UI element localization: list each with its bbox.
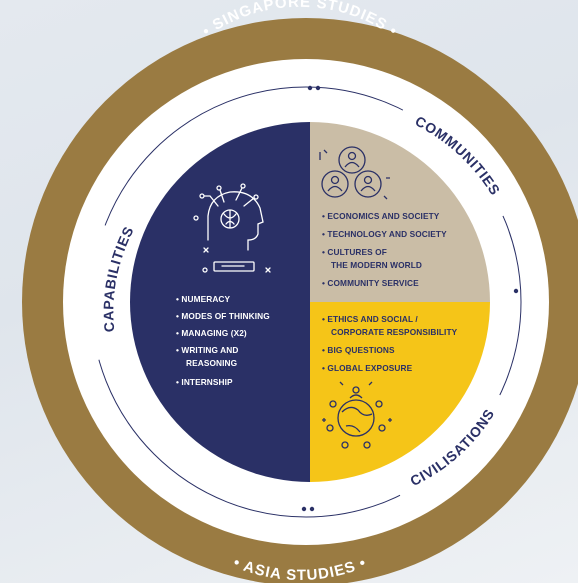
ring-dot bbox=[315, 85, 321, 91]
capabilities-quadrant bbox=[130, 122, 310, 482]
list-item: • ECONOMICS AND SOCIETY bbox=[322, 211, 440, 221]
list-item: • MODES OF THINKING bbox=[176, 311, 270, 321]
list-item: • WRITING AND bbox=[176, 345, 238, 355]
communities-list: • ECONOMICS AND SOCIETY • TECHNOLOGY AND… bbox=[322, 211, 447, 288]
list-item: • ETHICS AND SOCIAL / bbox=[322, 314, 418, 324]
list-item: • CULTURES OF bbox=[322, 247, 387, 257]
list-item: • TECHNOLOGY AND SOCIETY bbox=[322, 229, 447, 239]
civilisations-list: • ETHICS AND SOCIAL / CORPORATE RESPONSI… bbox=[322, 314, 458, 373]
list-item: THE MODERN WORLD bbox=[331, 260, 422, 270]
list-item: REASONING bbox=[186, 358, 237, 368]
ring-dot bbox=[513, 288, 519, 294]
ring-dot bbox=[309, 506, 315, 512]
people-network-icon bbox=[319, 146, 390, 200]
civilisations-quadrant bbox=[310, 302, 490, 482]
list-item: • GLOBAL EXPOSURE bbox=[322, 363, 413, 373]
capabilities-list: • NUMERACY • MODES OF THINKING • MANAGIN… bbox=[176, 294, 270, 387]
list-item: • BIG QUESTIONS bbox=[322, 345, 395, 355]
list-item: • NUMERACY bbox=[176, 294, 231, 304]
communities-quadrant bbox=[310, 122, 490, 302]
list-item: • COMMUNITY SERVICE bbox=[322, 278, 419, 288]
ring-dot bbox=[307, 85, 313, 91]
globe-people-icon bbox=[322, 381, 392, 449]
list-item: CORPORATE RESPONSIBILITY bbox=[331, 327, 458, 337]
list-item: • INTERNSHIP bbox=[176, 377, 233, 387]
ring-dot bbox=[301, 506, 307, 512]
list-item: • MANAGING (X2) bbox=[176, 328, 247, 338]
head-brain-icon bbox=[193, 183, 271, 273]
